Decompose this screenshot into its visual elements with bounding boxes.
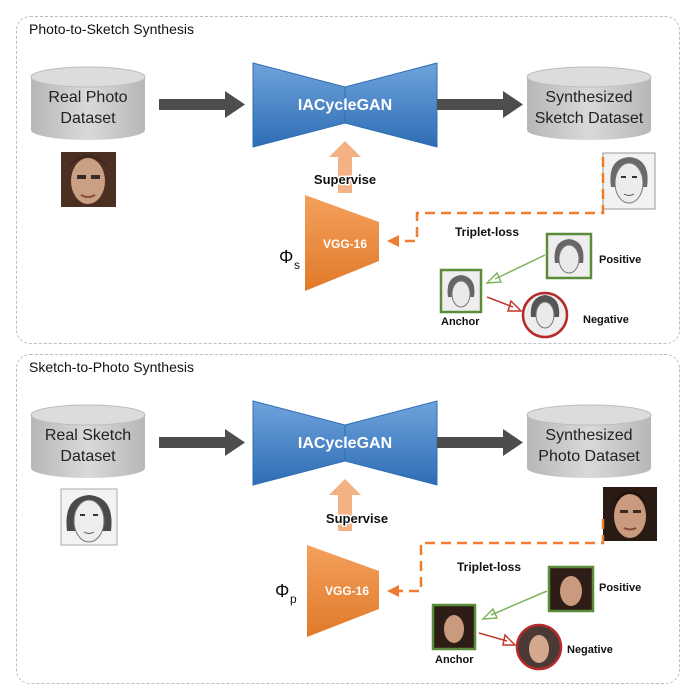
output-dataset-cylinder: Synthesized Sketch Dataset [526, 66, 652, 140]
anchor-label: Anchor [441, 316, 480, 328]
supervise-arrow: Supervise [324, 479, 390, 531]
output-dataset-label-line1: Synthesized [545, 427, 632, 444]
anchor-label: Anchor [435, 654, 474, 666]
triplet-loss-label: Triplet-loss [455, 225, 519, 239]
input-dataset-label-line1: Real Sketch [45, 427, 131, 444]
output-dataset-label-line2: Sketch Dataset [535, 110, 644, 127]
positive-arrow [481, 590, 548, 620]
panel-sketch-to-photo: Sketch-to-Photo Synthesis Real Sketch Da… [16, 354, 680, 684]
input-dataset-label-line1: Real Photo [48, 89, 127, 106]
pipeline-diagram: Real Sketch Dataset IACycleGAN [30, 400, 657, 671]
input-dataset-cylinder: Real Sketch Dataset [30, 404, 146, 478]
triplet-loss-label: Triplet-loss [457, 560, 521, 574]
output-dataset-cylinder: Synthesized Photo Dataset [526, 404, 652, 478]
input-dataset-label-line2: Dataset [60, 448, 116, 465]
panel-title: Sketch-to-Photo Synthesis [29, 359, 194, 375]
positive-label: Positive [599, 254, 641, 266]
output-face-image [603, 487, 657, 541]
positive-sample: Positive [545, 232, 641, 280]
input-face-image [60, 488, 118, 546]
vgg-label: VGG-16 [323, 237, 367, 251]
flow-arrow-2 [437, 429, 523, 456]
negative-label: Negative [583, 314, 629, 326]
generator-block: IACycleGAN [252, 400, 438, 486]
positive-arrow [485, 254, 546, 284]
phi-subscript: s [294, 258, 300, 272]
phi-symbol: Φ [279, 247, 293, 267]
supervise-arrow: Supervise [312, 141, 378, 193]
supervise-label: Supervise [326, 511, 388, 526]
positive-label: Positive [599, 582, 641, 594]
generator-label: IACycleGAN [298, 435, 392, 452]
phi-subscript: p [290, 592, 297, 606]
input-dataset-label-line2: Dataset [60, 110, 116, 127]
triplet-feedback-line [387, 157, 605, 247]
output-dataset-label-line1: Synthesized [545, 89, 632, 106]
supervise-label: Supervise [314, 172, 376, 187]
negative-arrow [478, 632, 517, 646]
vgg-block: VGG-16 Φ p [275, 545, 379, 637]
generator-label: IACycleGAN [298, 97, 392, 114]
anchor-sample: Anchor [439, 268, 483, 328]
negative-sample: Negative [521, 291, 629, 339]
flow-arrow-1 [159, 429, 245, 456]
flow-arrow-2 [437, 91, 523, 118]
generator-block: IACycleGAN [252, 62, 438, 148]
vgg-label: VGG-16 [325, 584, 369, 598]
phi-symbol: Φ [275, 581, 289, 601]
input-dataset-cylinder: Real Photo Dataset [30, 66, 146, 140]
pipeline-diagram: Real Photo Dataset IACycleGAN [30, 62, 656, 339]
output-face-image [602, 152, 656, 210]
triplet-feedback-line [387, 519, 605, 597]
vgg-block: VGG-16 Φ s [279, 195, 379, 291]
flow-arrow-1 [159, 91, 245, 118]
input-face-image [61, 152, 116, 207]
output-dataset-label-line2: Photo Dataset [538, 448, 640, 465]
negative-sample: Negative [515, 623, 613, 671]
negative-arrow [486, 296, 523, 312]
negative-label: Negative [567, 644, 613, 656]
panel-photo-to-sketch: Photo-to-Sketch Synthesis Real Photo Dat… [16, 16, 680, 344]
panel-title: Photo-to-Sketch Synthesis [29, 21, 194, 37]
positive-sample: Positive [547, 565, 641, 613]
anchor-sample: Anchor [431, 603, 477, 666]
